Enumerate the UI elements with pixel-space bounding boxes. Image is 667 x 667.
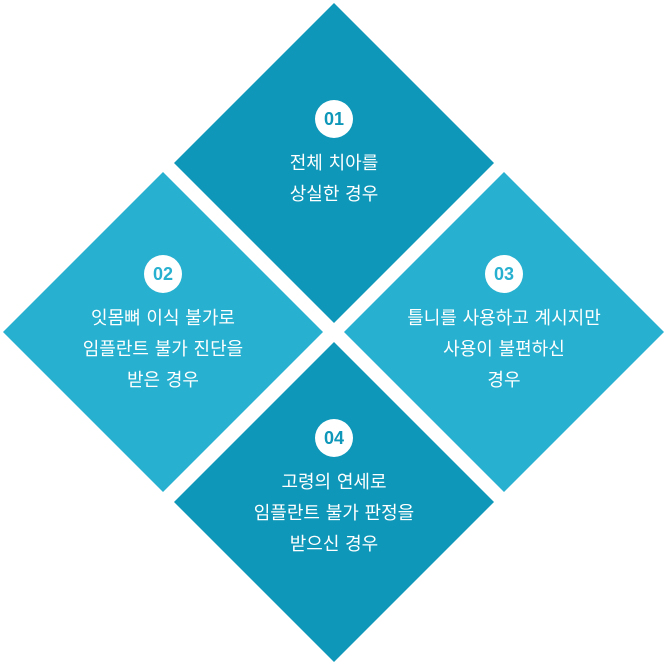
- diamond-content-02: 02 잇몸뼈 이식 불가로 임플란트 불가 진단을 받은 경우: [3, 255, 323, 396]
- item-label-line: 틀니를 사용하고 계시지만: [407, 308, 601, 329]
- diamond-item-04: 04 고령의 연세로 임플란트 불가 판정을 받으신 경우: [174, 342, 494, 662]
- item-label-line: 경우: [487, 370, 521, 391]
- item-label-02: 잇몸뼈 이식 불가로 임플란트 불가 진단을 받은 경우: [83, 303, 243, 396]
- item-label-line: 전체 치아를: [289, 153, 379, 174]
- item-label-line: 상실한 경우: [289, 184, 379, 205]
- diamond-content-01: 01 전체 치아를 상실한 경우: [174, 100, 494, 210]
- diamond-item-02: 02 잇몸뼈 이식 불가로 임플란트 불가 진단을 받은 경우: [3, 172, 323, 492]
- item-label-line: 임플란트 불가 진단을: [82, 339, 244, 360]
- item-label-line: 받으신 경우: [289, 534, 379, 555]
- item-label-line: 잇몸뼈 이식 불가로: [91, 308, 235, 329]
- item-label-03: 틀니를 사용하고 계시지만 사용이 불편하신 경우: [407, 303, 601, 396]
- diamond-shape-04: [174, 342, 494, 662]
- number-badge-02: 02: [144, 255, 182, 293]
- diamond-shape-03: [344, 172, 664, 492]
- item-label-01: 전체 치아를 상실한 경우: [290, 148, 379, 210]
- item-label-line: 받은 경우: [127, 370, 199, 391]
- diamond-content-04: 04 고령의 연세로 임플란트 불가 판정을 받으신 경우: [174, 419, 494, 560]
- number-badge-04: 04: [315, 419, 353, 457]
- diamond-content-03: 03 틀니를 사용하고 계시지만 사용이 불편하신 경우: [344, 255, 664, 396]
- diamond-item-03: 03 틀니를 사용하고 계시지만 사용이 불편하신 경우: [344, 172, 664, 492]
- item-label-04: 고령의 연세로 임플란트 불가 판정을 받으신 경우: [254, 467, 414, 560]
- diamond-item-01: 01 전체 치아를 상실한 경우: [174, 3, 494, 323]
- diamond-shape-02: [3, 172, 323, 492]
- item-label-line: 고령의 연세로: [281, 472, 387, 493]
- number-badge-03: 03: [485, 255, 523, 293]
- number-badge-01: 01: [315, 100, 353, 138]
- diamond-shape-01: [174, 3, 494, 323]
- item-label-line: 사용이 불편하신: [443, 339, 565, 360]
- item-label-line: 임플란트 불가 판정을: [253, 503, 415, 524]
